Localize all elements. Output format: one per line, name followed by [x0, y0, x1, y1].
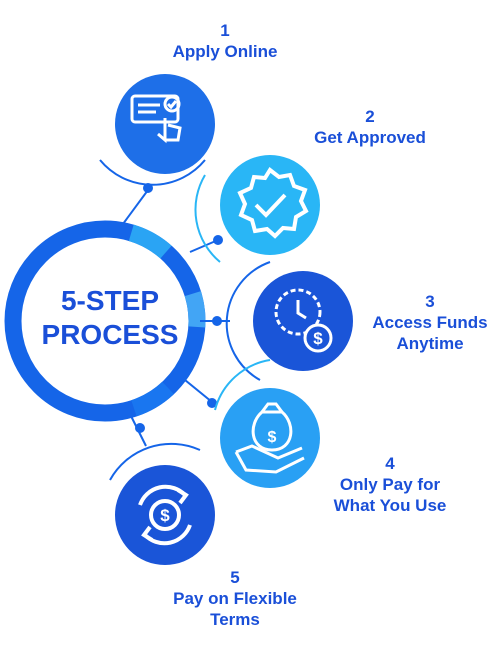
approved-badge-icon [237, 167, 309, 239]
connector-dot-5 [135, 423, 145, 433]
svg-text:$: $ [160, 506, 170, 525]
step-4-label: 4 Only Pay for What You Use [310, 453, 470, 516]
step-1-icon-circle [115, 74, 215, 174]
connector-dot-4 [207, 398, 217, 408]
step-3-label: 3 Access Funds Anytime [355, 291, 500, 354]
step-5-icon-circle: $ [115, 465, 215, 565]
clock-dollar-icon: $ [274, 288, 333, 353]
step-1-label: 1 Apply Online [140, 20, 310, 62]
step-1-number: 1 [220, 21, 230, 40]
step-2-number: 2 [365, 107, 375, 126]
step-5-title-line-2: Terms [210, 610, 260, 629]
hand-money-bag-icon: $ [234, 402, 305, 474]
center-ring [4, 220, 206, 422]
svg-text:$: $ [268, 429, 277, 446]
svg-text:$: $ [313, 329, 323, 348]
step-4-title-line-1: Only Pay for [339, 475, 441, 494]
dollar-cycle-icon: $ [138, 484, 192, 546]
step-5-label: 5 Pay on Flexible Terms [140, 567, 330, 630]
step-5-number: 5 [230, 568, 240, 587]
connector-dot-3 [212, 316, 222, 326]
step-4-title-line-2: What You Use [333, 496, 447, 515]
step-5-title-line-1: Pay on Flexible [173, 589, 297, 608]
step-3-icon-circle: $ [253, 271, 353, 371]
step-2-title: Get Approved [314, 128, 426, 147]
step-2-label: 2 Get Approved [290, 106, 450, 148]
step-4-icon-circle: $ [220, 388, 320, 488]
icon-arcs [99, 159, 271, 481]
center-title-line-1: 5-STEP [60, 285, 160, 316]
step-1-title: Apply Online [172, 42, 278, 61]
form-click-icon [130, 94, 182, 144]
step-3-title-line-2: Anytime [396, 334, 464, 353]
connector-dot-2 [213, 235, 223, 245]
center-title-line-2: PROCESS [41, 319, 179, 350]
center-title: 5-STEP PROCESS [20, 284, 200, 352]
step-4-number: 4 [385, 454, 395, 473]
step-2-icon-circle [220, 155, 320, 255]
step-3-number: 3 [425, 292, 435, 311]
step-3-title-line-1: Access Funds [372, 313, 488, 332]
